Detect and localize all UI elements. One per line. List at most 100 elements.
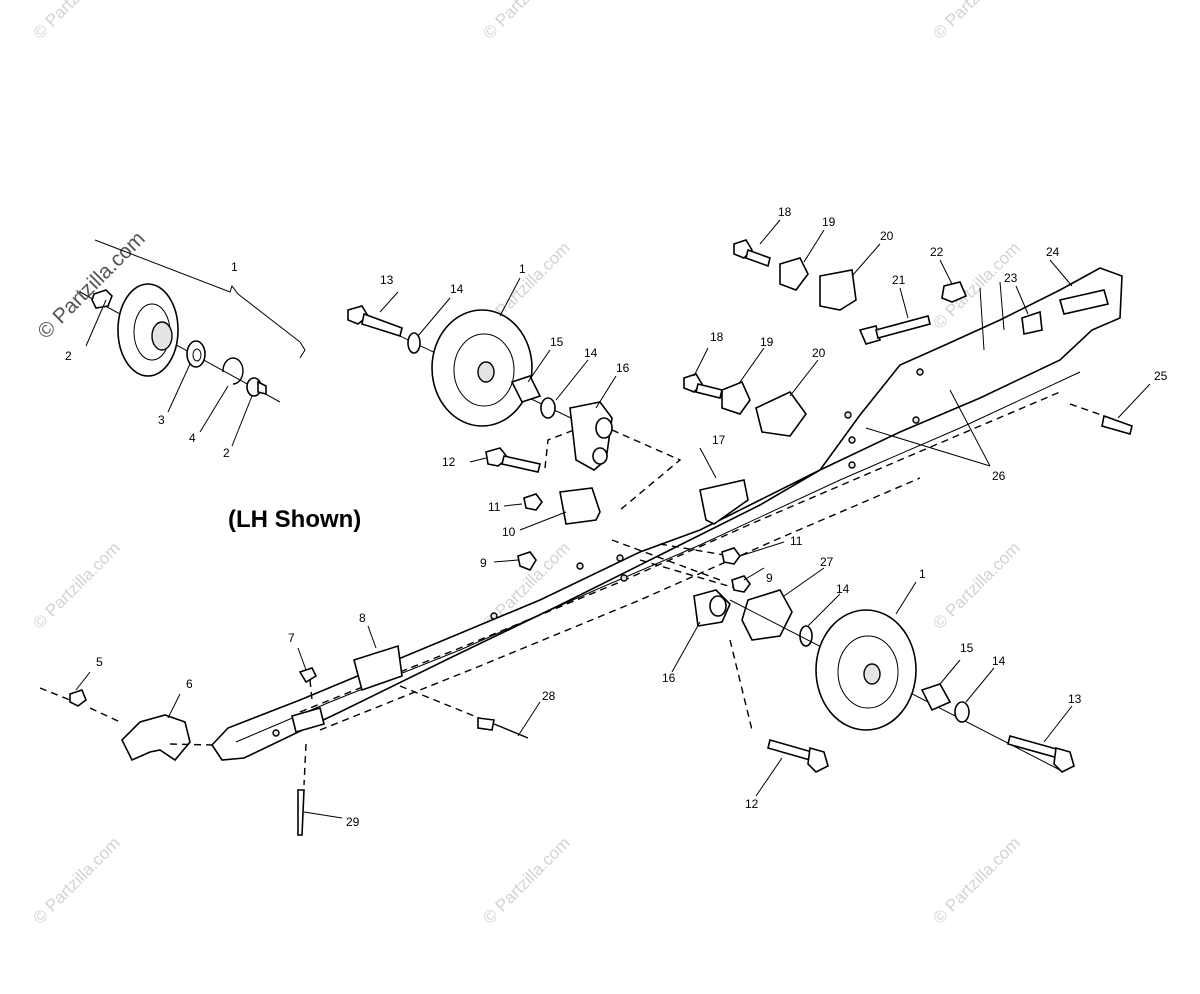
bracket-line <box>94 239 301 343</box>
bushing-part <box>721 380 751 415</box>
bolt-part <box>297 789 305 836</box>
slider-block-part <box>699 479 749 525</box>
pin-part <box>1101 414 1133 435</box>
bolt-shank <box>767 739 813 761</box>
nut-part <box>941 281 968 303</box>
callout-label: 6 <box>186 677 193 691</box>
rail-bracket-edge <box>979 281 1005 351</box>
clip-part <box>298 667 318 684</box>
callout-label: 20 <box>812 346 826 360</box>
callout-label: 3 <box>158 413 165 427</box>
rail-edge <box>235 371 1081 743</box>
callout-label: 19 <box>760 335 774 349</box>
callout-label: 9 <box>480 556 487 570</box>
callout-label: 17 <box>712 433 726 447</box>
wheel-hub <box>477 361 495 383</box>
callout-label: 14 <box>836 582 850 596</box>
plate-part <box>559 487 601 525</box>
nut-part <box>523 493 543 511</box>
bolt-shank <box>361 312 403 338</box>
callout-label: 11 <box>790 534 803 548</box>
leader-dash-line <box>611 429 682 511</box>
watermark: © Partzilla.com <box>929 0 1023 43</box>
rail-dash-line <box>319 477 921 731</box>
leader-dash-line <box>729 639 753 731</box>
callout-label: 20 <box>880 229 894 243</box>
callout-label: 24 <box>1046 245 1060 259</box>
bushing-part <box>779 257 809 291</box>
callout-label: 7 <box>288 631 295 645</box>
bolt-part <box>477 717 495 731</box>
bolt-shank <box>745 248 771 268</box>
callout-label: 14 <box>992 654 1006 668</box>
callout-label: 10 <box>502 525 516 539</box>
upper-wheel-assembly <box>347 305 601 433</box>
callout-label: 8 <box>359 611 366 625</box>
callout-label: 25 <box>1154 369 1168 383</box>
callout-label: 4 <box>189 431 196 445</box>
leader-dash-line <box>611 539 736 589</box>
nut-part <box>721 547 741 565</box>
callout-label: 12 <box>745 797 759 811</box>
callout-label: 1 <box>231 260 238 274</box>
washer-part <box>407 332 421 354</box>
bolt-head <box>858 325 881 345</box>
callout-label: 18 <box>710 330 724 344</box>
callout-label: 2 <box>65 349 72 363</box>
callout-label: 13 <box>1068 692 1082 706</box>
spacer-block-part <box>755 390 807 437</box>
rail-slot <box>1058 289 1110 315</box>
bolt-shank <box>1007 735 1061 759</box>
slider-block-part <box>353 644 403 692</box>
wheel-hub <box>863 663 881 685</box>
bracket-line <box>299 341 306 359</box>
rail-tip-part <box>121 714 191 762</box>
callout-label: 21 <box>892 273 906 287</box>
nut-part <box>731 575 751 593</box>
rivet-part <box>69 689 87 707</box>
callout-label: 1 <box>519 262 526 276</box>
callout-labels: 1 1 1 2 2 3 4 5 6 7 8 9 9 10 11 11 12 12… <box>65 205 1168 829</box>
callout-label: 18 <box>778 205 792 219</box>
callout-label: 27 <box>820 555 834 569</box>
leader-dash-line <box>399 685 485 721</box>
callout-label: 29 <box>346 815 360 829</box>
callout-label: 28 <box>542 689 556 703</box>
bolt-head <box>1053 746 1075 773</box>
washer-part <box>799 625 813 647</box>
callout-label: 26 <box>992 469 1006 483</box>
callout-label: 11 <box>488 500 501 514</box>
watermark: © Partzilla.com <box>29 833 123 927</box>
flange-bushing-part <box>91 289 113 309</box>
wheel-part <box>117 283 179 377</box>
leader-dash-line <box>309 679 313 701</box>
spacer-block-part <box>819 269 857 311</box>
callout-label: 22 <box>930 245 944 259</box>
callout-label: 2 <box>223 446 230 460</box>
callout-label: 15 <box>550 335 564 349</box>
bolt-shank <box>875 315 931 339</box>
watermark: © Partzilla.com <box>29 538 123 632</box>
callout-label: 5 <box>96 655 103 669</box>
callout-label: 1 <box>919 567 926 581</box>
watermark: © Partzilla.com <box>29 0 123 43</box>
wheel-assembly-inset <box>79 239 306 403</box>
slide-rail <box>210 267 1123 761</box>
rail-dash-line <box>299 391 1061 713</box>
spacer-part <box>510 375 542 403</box>
wheel-hub <box>151 321 173 351</box>
spacer-part <box>741 589 793 641</box>
rail-slot <box>291 707 325 733</box>
snap-ring-part <box>222 357 244 385</box>
leader-dash-line <box>303 743 307 786</box>
bearing-part <box>186 340 206 368</box>
callout-leaders <box>75 219 1151 819</box>
callout-label: 14 <box>450 282 464 296</box>
bolt-head <box>807 746 829 773</box>
callout-label: 9 <box>766 571 773 585</box>
washer-part <box>954 701 970 723</box>
callout-label: 16 <box>662 671 676 685</box>
watermark: © Partzilla.com <box>479 0 573 43</box>
